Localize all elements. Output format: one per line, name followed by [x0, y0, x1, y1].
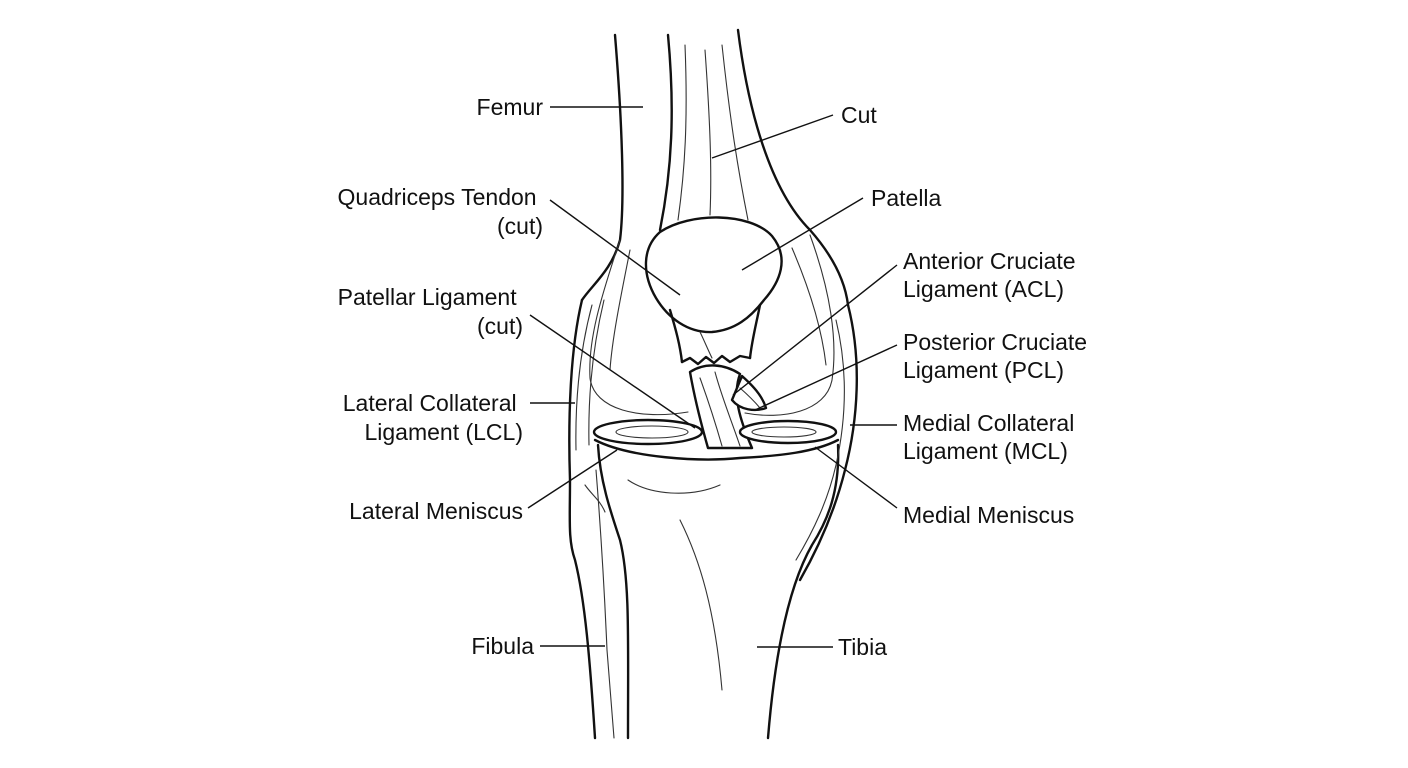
- label-mcl: Medial Collateral Ligament (MCL): [903, 410, 1081, 464]
- label-acl-line1: Anterior Cruciate: [903, 248, 1076, 274]
- femur-outline-medial: [736, 28, 850, 307]
- label-pcl: Posterior Cruciate Ligament (PCL): [903, 329, 1093, 383]
- acl-fiber-1: [699, 377, 723, 447]
- label-lcl: Lateral Collateral Ligament (LCL): [343, 390, 523, 445]
- quadriceps-tendon-leader: [549, 199, 681, 296]
- medial-meniscus-leader: [814, 446, 898, 509]
- pcl-band: [730, 374, 768, 412]
- label-quadriceps-tendon-line2: (cut): [497, 213, 543, 239]
- label-patellar-ligament-line2: (cut): [477, 313, 523, 339]
- tibia-ridge: [679, 519, 723, 691]
- femur-condyle-inner-medial: [791, 247, 827, 366]
- label-acl: Anterior Cruciate Ligament (ACL): [903, 248, 1082, 302]
- tibia-outline-lateral: [596, 443, 630, 740]
- label-lcl-line1: Lateral Collateral: [343, 390, 517, 416]
- label-cut: Cut: [841, 102, 877, 128]
- label-mcl-line2: Ligament (MCL): [903, 438, 1068, 464]
- femur-outline-lateral: [580, 33, 624, 302]
- femur-condyle-lateral: [589, 239, 689, 416]
- patella-leader: [741, 197, 864, 271]
- tibia-outline-medial: [766, 443, 840, 740]
- tibial-plateau-rim: [593, 438, 840, 461]
- fibula-head: [584, 484, 606, 513]
- fibula-outline-inner: [595, 469, 615, 739]
- patellar-ligament-fiber: [699, 331, 713, 359]
- knee-illustration: [568, 28, 858, 740]
- label-femur: Femur: [477, 94, 544, 120]
- quadriceps-tendon-fiber-3: [721, 44, 749, 221]
- tibia-tuberosity: [627, 479, 721, 494]
- femur-condyle-medial: [744, 234, 835, 416]
- pcl-leader: [754, 344, 898, 411]
- lateral-meniscus-inner: [615, 425, 689, 439]
- patellar-ligament-leader: [529, 314, 696, 429]
- leader-lines: [527, 106, 898, 648]
- label-quadriceps-tendon: Quadriceps Tendon (cut): [338, 184, 543, 239]
- label-patella: Patella: [871, 185, 942, 211]
- labels: Femur Cut Quadriceps Tendon (cut) Patell…: [338, 94, 1093, 660]
- fibula-outline-outer: [568, 298, 597, 740]
- patella-shape: [644, 216, 783, 334]
- quadriceps-tendon-outline: [658, 33, 673, 232]
- label-lcl-line2: Ligament (LCL): [364, 419, 523, 445]
- cut-leader: [711, 114, 834, 159]
- medial-meniscus-ring: [738, 419, 838, 445]
- patellar-ligament-right: [748, 303, 762, 360]
- label-fibula: Fibula: [471, 633, 534, 659]
- patellar-ligament-left: [668, 308, 684, 364]
- femur-condyle-inner-lateral: [609, 249, 631, 371]
- label-acl-line2: Ligament (ACL): [903, 276, 1064, 302]
- label-pcl-line1: Posterior Cruciate: [903, 329, 1087, 355]
- label-patellar-ligament: Patellar Ligament (cut): [338, 284, 523, 339]
- lateral-meniscus-leader: [527, 449, 618, 509]
- lcl-band-outer: [575, 304, 593, 451]
- quadriceps-tendon-fiber-2: [704, 49, 712, 216]
- label-lateral-meniscus: Lateral Meniscus: [349, 498, 523, 524]
- label-medial-meniscus: Medial Meniscus: [903, 502, 1074, 528]
- label-mcl-line1: Medial Collateral: [903, 410, 1074, 436]
- mcl-band-inner: [795, 319, 845, 561]
- medial-meniscus-inner: [751, 426, 817, 438]
- lateral-meniscus-ring: [592, 418, 704, 446]
- label-tibia: Tibia: [838, 634, 887, 660]
- label-patellar-ligament-line1: Patellar Ligament: [338, 284, 518, 310]
- patellar-ligament-cut-edge: [680, 354, 752, 366]
- acl-fiber-2: [714, 371, 741, 447]
- lcl-band-inner: [588, 299, 605, 446]
- label-quadriceps-tendon-line1: Quadriceps Tendon: [338, 184, 537, 210]
- pcl-fiber: [739, 387, 761, 409]
- label-pcl-line2: Ligament (PCL): [903, 357, 1064, 383]
- acl-leader: [732, 264, 898, 396]
- quadriceps-tendon-fiber-1: [677, 44, 687, 221]
